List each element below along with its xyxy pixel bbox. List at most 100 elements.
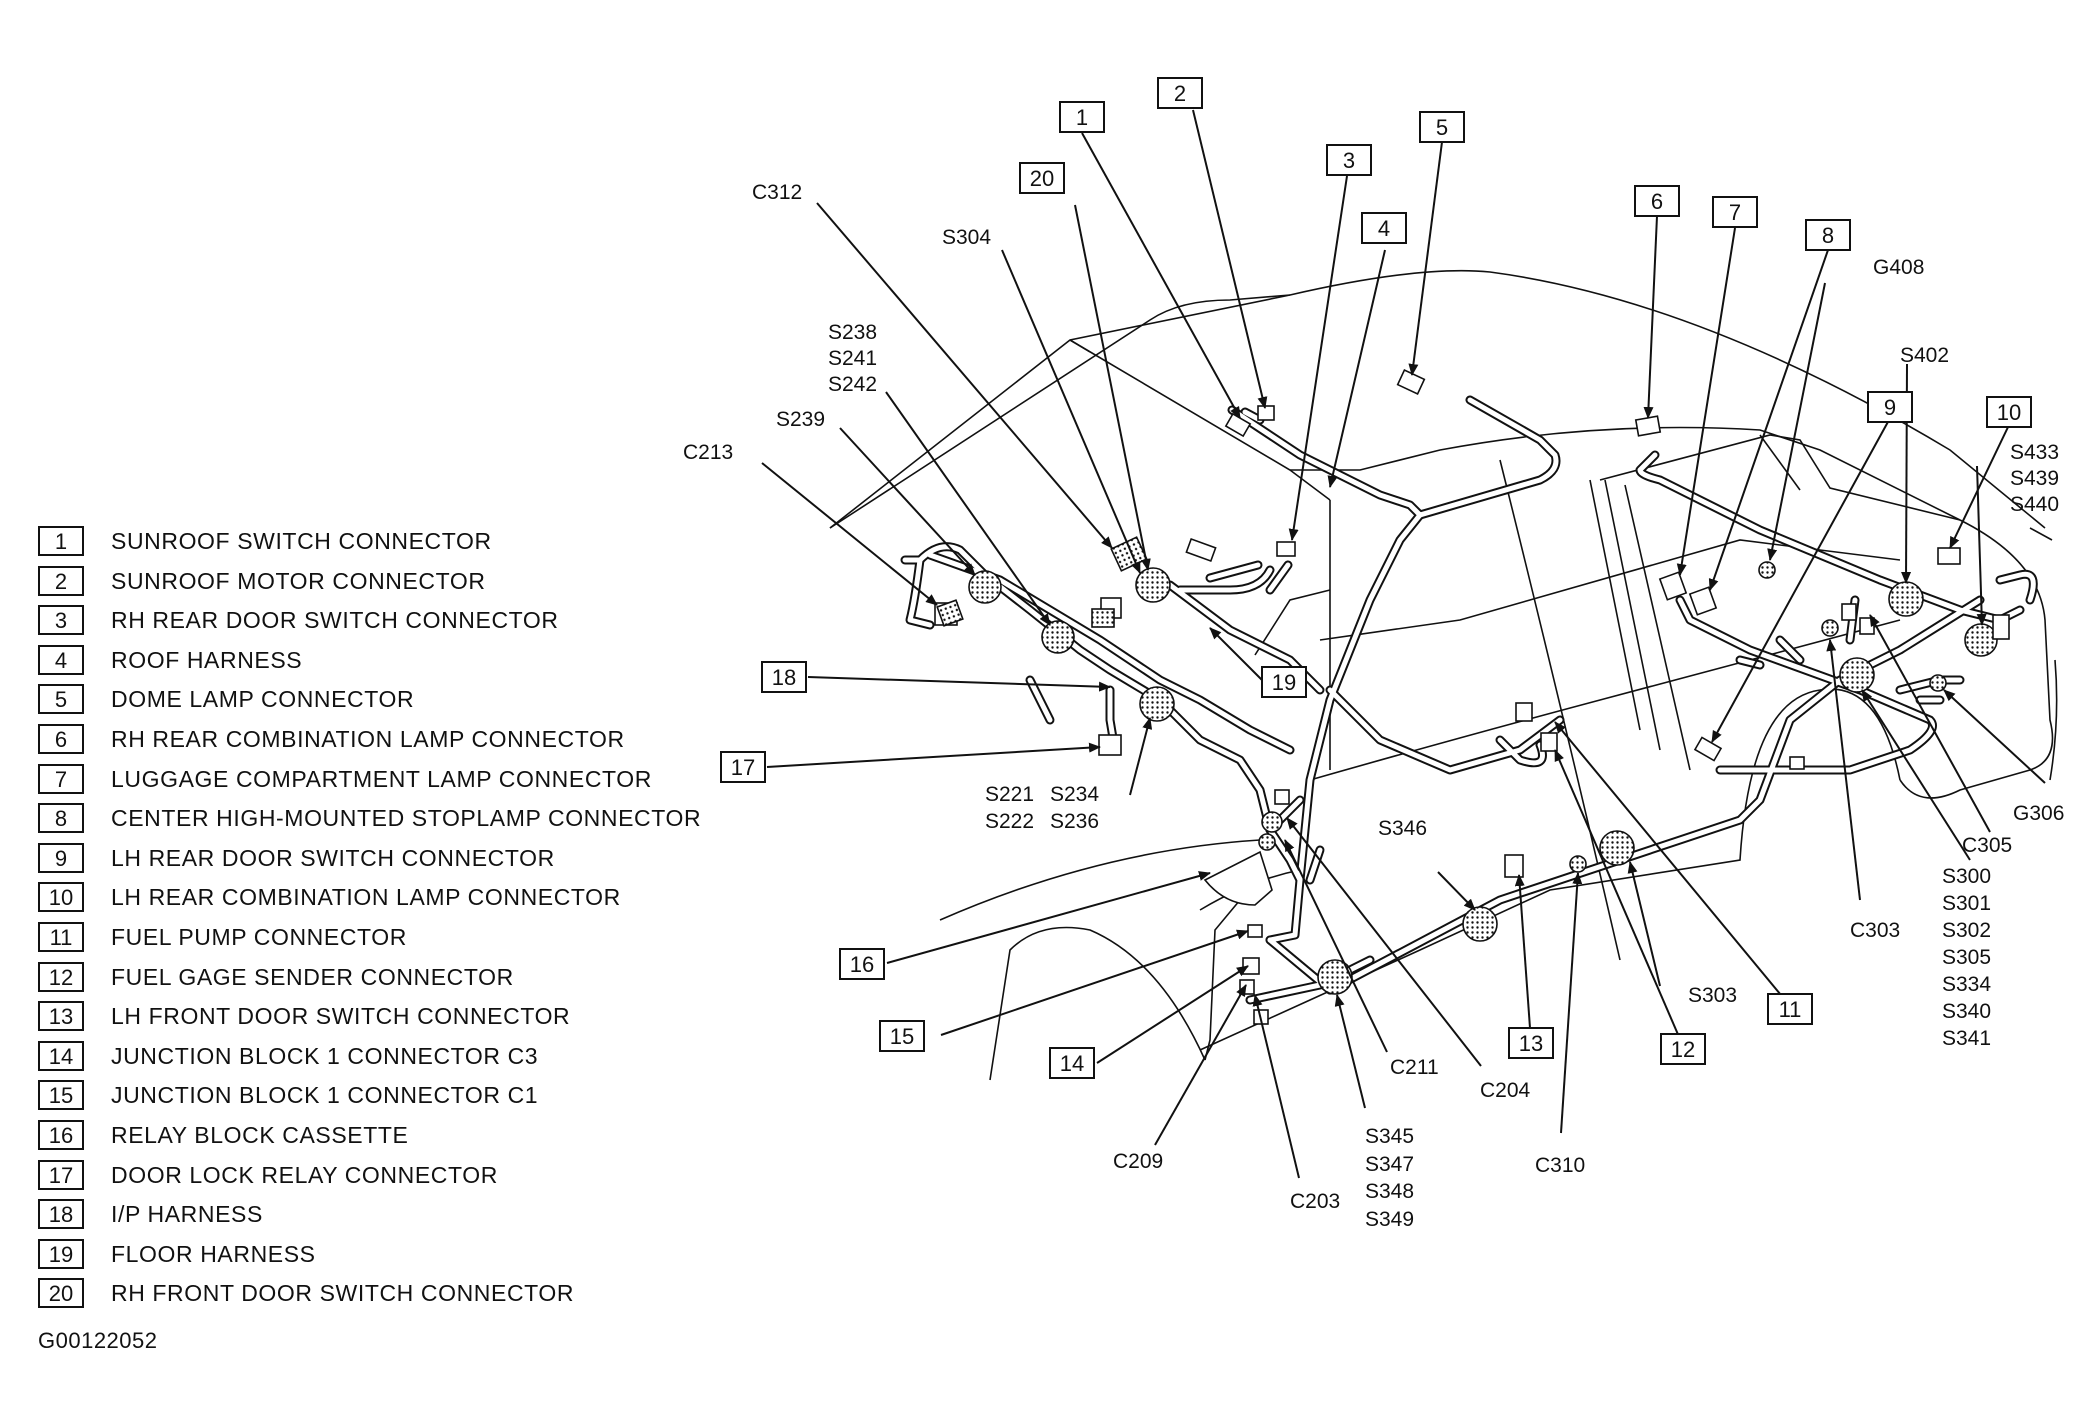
legend-label: SUNROOF MOTOR CONNECTOR: [111, 567, 486, 594]
callout-15: 15: [890, 1024, 914, 1049]
legend-label: RH FRONT DOOR SWITCH CONNECTOR: [111, 1280, 575, 1307]
label-s305: S305: [1942, 946, 1991, 969]
callout-16: 16: [850, 952, 874, 977]
legend-label: RH REAR COMBINATION LAMP CONNECTOR: [111, 725, 625, 752]
label-s300: S300: [1942, 865, 1991, 888]
splice-s304: [1135, 567, 1171, 603]
label-g306: G306: [2013, 802, 2064, 825]
legend-label: FUEL PUMP CONNECTOR: [111, 923, 407, 950]
leader-lines: [761, 109, 2046, 1179]
splice-s346: [1462, 906, 1498, 942]
splice-c211: [1258, 833, 1276, 851]
label-s402: S402: [1900, 344, 1949, 367]
legend-number: 12: [38, 961, 84, 992]
callout-20: 20: [1030, 166, 1054, 191]
legend-number: 19: [38, 1238, 84, 1269]
legend-row: 2 SUNROOF MOTOR CONNECTOR: [38, 565, 718, 606]
label-s242: S242: [828, 373, 877, 396]
callout-17: 17: [731, 755, 755, 780]
label-c310: C310: [1535, 1154, 1585, 1177]
legend-number: 1: [38, 526, 84, 556]
callout-1: 1: [1076, 105, 1088, 130]
legend-label: SUNROOF SWITCH CONNECTOR: [111, 528, 492, 554]
label-c211: C211: [1390, 1056, 1439, 1079]
legend-number: 20: [38, 1278, 84, 1309]
label-c312: C312: [752, 181, 802, 204]
callout-18: 18: [772, 665, 796, 690]
legend-row: 1 SUNROOF SWITCH CONNECTOR: [38, 526, 718, 566]
vehicle-body-outline: [829, 269, 2058, 1081]
legend-label: RH REAR DOOR SWITCH CONNECTOR: [111, 607, 559, 634]
label-s345: S345: [1365, 1125, 1414, 1148]
callout-8: 8: [1822, 223, 1834, 248]
label-s433: S433: [2010, 441, 2059, 464]
callout-10: 10: [1997, 400, 2021, 425]
legend-number: 11: [38, 921, 84, 952]
legend-number: 10: [38, 882, 84, 913]
legend-number: 18: [38, 1199, 84, 1230]
splice-markers: [968, 561, 1998, 995]
legend-number: 6: [38, 723, 84, 754]
legend-label: RELAY BLOCK CASSETTE: [111, 1121, 409, 1148]
splice-c310: [1569, 855, 1587, 873]
label-c305: C305: [1962, 834, 2012, 857]
legend-row: 3 RH REAR DOOR SWITCH CONNECTOR: [38, 605, 718, 645]
label-c303: C303: [1850, 919, 1900, 942]
legend-number: 7: [38, 763, 84, 794]
label-s340: S340: [1942, 1000, 1991, 1023]
harness-routing: [900, 395, 2038, 1005]
legend-label: JUNCTION BLOCK 1 CONNECTOR C3: [111, 1042, 539, 1069]
label-c213: C213: [683, 441, 733, 464]
callout-13: 13: [1519, 1031, 1543, 1056]
splice-s303: [1599, 830, 1635, 866]
label-s241: S241: [828, 347, 877, 370]
callout-6: 6: [1651, 189, 1663, 214]
splice-s239: [968, 570, 1002, 604]
label-s234: S234: [1050, 783, 1099, 806]
legend-number: 4: [38, 644, 84, 675]
splice-c204: [1261, 811, 1283, 833]
legend-number: 9: [38, 842, 84, 873]
splice-s433-group: [1964, 623, 1998, 657]
callout-19: 19: [1272, 670, 1296, 695]
legend-number: 15: [38, 1080, 84, 1111]
splice-g408: [1758, 561, 1776, 579]
legend: 1 SUNROOF SWITCH CONNECTOR 2 SUNROOF MOTOR…: [38, 526, 718, 1318]
legend-label: CENTER HIGH-MOUNTED STOPLAMP CONNECTOR: [111, 805, 702, 832]
legend-row: 6 RH REAR COMBINATION LAMP CONNECTOR: [38, 723, 718, 764]
legend-row: 18 I/P HARNESS: [38, 1199, 718, 1239]
relay-block-cassette: [1203, 850, 1273, 906]
legend-label: LUGGAGE COMPARTMENT LAMP CONNECTOR: [111, 765, 652, 792]
callout-4: 4: [1378, 216, 1390, 241]
legend-label: I/P HARNESS: [111, 1201, 263, 1228]
legend-number: 2: [38, 565, 84, 596]
legend-number: 13: [38, 1001, 84, 1032]
legend-row: 7 LUGGAGE COMPARTMENT LAMP CONNECTOR: [38, 763, 718, 804]
label-s236: S236: [1050, 810, 1099, 833]
legend-row: 20 RH FRONT DOOR SWITCH CONNECTOR: [38, 1278, 718, 1318]
splice-s402: [1888, 581, 1924, 617]
diagram-labels: C312 S304 S238 S241 S242 S239 C213 G408 …: [683, 181, 2064, 1231]
label-s221: S221: [985, 783, 1034, 806]
label-s349: S349: [1365, 1208, 1414, 1231]
callout-7: 7: [1729, 200, 1741, 225]
label-s303: S303: [1688, 984, 1737, 1007]
label-s347: S347: [1365, 1153, 1414, 1176]
legend-label: JUNCTION BLOCK 1 CONNECTOR C1: [111, 1082, 539, 1109]
legend-number: 3: [38, 605, 84, 636]
callout-3: 3: [1343, 148, 1355, 173]
legend-label: DOOR LOCK RELAY CONNECTOR: [111, 1161, 498, 1188]
legend-label: ROOF HARNESS: [111, 646, 303, 673]
callout-14: 14: [1060, 1051, 1084, 1076]
legend-number: 17: [38, 1159, 84, 1190]
legend-row: 4 ROOF HARNESS: [38, 644, 718, 685]
label-s348: S348: [1365, 1180, 1414, 1203]
label-s341: S341: [1942, 1027, 1991, 1050]
